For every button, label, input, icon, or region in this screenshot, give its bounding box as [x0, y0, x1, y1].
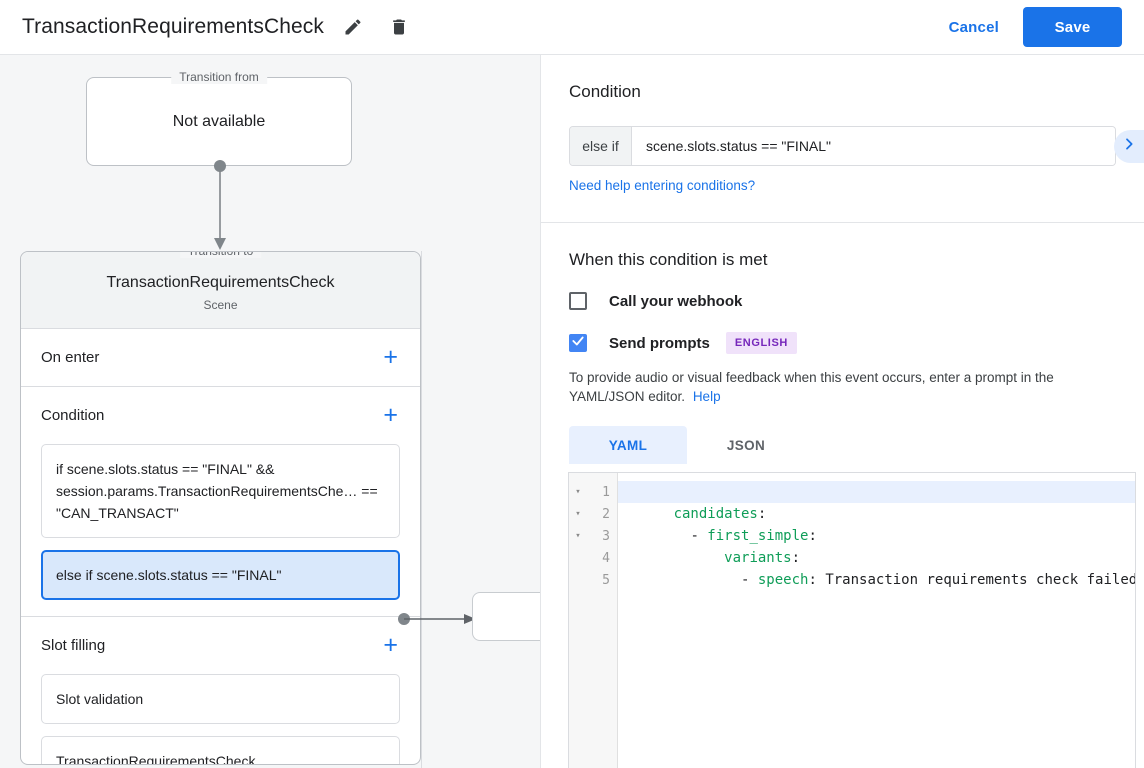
yaml-editor[interactable]: ▾ 1 ▾ 2 ▾ 3 4 5 candidates: - first_simp… [568, 472, 1136, 768]
code-colon: : [791, 550, 801, 566]
app-header: TransactionRequirementsCheck Cancel Save [0, 0, 1144, 55]
code-key: first_simple [707, 528, 809, 544]
code-line[interactable]: - first_simple: [618, 503, 1135, 544]
line-number: 1 [602, 484, 610, 500]
slot-filling-item[interactable]: Slot validation [41, 674, 400, 724]
condition-list: if scene.slots.status == "FINAL" && sess… [21, 444, 420, 616]
editor-gutter: ▾ 1 ▾ 2 ▾ 3 4 5 [569, 473, 618, 768]
pencil-icon [343, 17, 363, 37]
add-on-enter-button[interactable]: + [383, 343, 398, 371]
language-badge: ENGLISH [725, 332, 797, 354]
edit-title-button[interactable] [336, 10, 370, 44]
send-prompts-row[interactable]: Send prompts ENGLISH [569, 332, 1116, 354]
prompts-description-text: To provide audio or visual feedback when… [569, 370, 1054, 404]
section-header: Slot filling + [21, 617, 420, 674]
fold-toggle-icon[interactable]: ▾ [575, 508, 581, 519]
webhook-row[interactable]: Call your webhook [569, 292, 1116, 310]
transition-to-card: Transition to TransactionRequirementsChe… [20, 251, 421, 765]
add-condition-button[interactable]: + [383, 401, 398, 429]
prompts-description: To provide audio or visual feedback when… [569, 368, 1116, 406]
cancel-button[interactable]: Cancel [948, 18, 999, 36]
code-indent [674, 528, 691, 544]
scene-header[interactable]: TransactionRequirementsCheck Scene [21, 252, 420, 329]
fold-toggle-icon[interactable]: ▾ [575, 530, 581, 541]
condition-input-row: else if [569, 126, 1116, 166]
check-icon [571, 334, 585, 353]
send-prompts-label: Send prompts [609, 334, 710, 352]
section-condition: Condition + if scene.slots.status == "FI… [21, 387, 420, 617]
code-colon: : [808, 528, 817, 544]
section-header: Condition + [21, 387, 420, 444]
page-title: TransactionRequirementsCheck [22, 15, 324, 38]
panel-divider [541, 222, 1144, 223]
tab-json[interactable]: JSON [726, 437, 766, 453]
delete-button[interactable] [382, 10, 416, 44]
transition-to-legend: Transition to [179, 252, 262, 258]
save-button[interactable]: Save [1023, 7, 1122, 47]
send-prompts-checkbox[interactable] [569, 334, 587, 352]
call-webhook-label: Call your webhook [609, 292, 743, 310]
gutter-row[interactable]: ▾ 3 [569, 525, 617, 547]
slot-filling-list: Slot validation TransactionRequirementsC… [21, 674, 420, 764]
condition-item[interactable]: if scene.slots.status == "FINAL" && sess… [41, 444, 400, 538]
code-key: variants [724, 550, 792, 566]
code-key: candidates [673, 506, 758, 522]
code-indent [674, 550, 725, 566]
code-line[interactable]: - speech: Transaction requirements check… [618, 547, 1135, 588]
chevron-right-icon [1121, 136, 1137, 157]
condition-help-link[interactable]: Need help entering conditions? [569, 178, 756, 193]
section-title: Slot filling [41, 637, 106, 654]
flow-graph-panel: Transition from Not available Transition… [0, 55, 540, 768]
gutter-row[interactable]: ▾ 2 [569, 503, 617, 525]
tab-yaml[interactable]: YAML [569, 426, 687, 464]
expand-panel-button[interactable] [1114, 130, 1144, 163]
scene-type: Scene [203, 298, 238, 312]
transition-from-legend: Transition from [171, 70, 267, 84]
line-number: 3 [602, 528, 610, 544]
code-dash: - [741, 572, 758, 588]
code-colon: : [757, 506, 767, 522]
condition-heading: Condition [569, 82, 641, 101]
section-title: On enter [41, 349, 100, 366]
condition-section: Condition else if Need help entering con… [541, 55, 1144, 195]
trash-icon [389, 17, 409, 37]
condition-expression-input[interactable] [632, 127, 1115, 165]
prompts-help-link[interactable]: Help [692, 389, 721, 404]
add-slot-filling-button[interactable]: + [383, 631, 398, 659]
transition-from-value: Not available [172, 112, 266, 130]
code-key: speech [757, 572, 809, 588]
target-node-card[interactable] [472, 592, 540, 641]
transition-from-card[interactable]: Transition from Not available [86, 70, 352, 166]
code-indent [674, 572, 741, 588]
editor-format-tabs: YAML JSON [569, 426, 1116, 464]
gutter-row[interactable]: 5 [569, 569, 617, 591]
code-colon: : [808, 572, 826, 588]
when-condition-met-section: When this condition is met Call your web… [541, 223, 1144, 464]
line-number: 5 [602, 572, 610, 588]
section-title: Condition [41, 407, 105, 424]
line-number: 2 [602, 506, 610, 522]
section-on-enter: On enter + [21, 329, 420, 387]
section-slot-filling: Slot filling + Slot validation Transacti… [21, 617, 420, 764]
editor-code-area[interactable]: candidates: - first_simple: variants: - … [618, 473, 1135, 768]
condition-item-selected[interactable]: else if scene.slots.status == "FINAL" [41, 550, 400, 600]
gutter-row[interactable]: ▾ 1 [569, 481, 617, 503]
scene-name: TransactionRequirementsCheck [106, 274, 335, 291]
code-line[interactable]: candidates: [618, 481, 1135, 522]
code-dash: - [690, 528, 708, 544]
section-header: On enter + [21, 329, 420, 386]
graph-arrow-down [210, 160, 232, 257]
fold-toggle-icon[interactable]: ▾ [575, 486, 581, 497]
graph-arrow-right [398, 611, 478, 632]
line-number: 4 [602, 550, 610, 566]
code-line[interactable]: variants: [618, 525, 1135, 566]
when-condition-heading: When this condition is met [569, 250, 768, 269]
graph-guide-line [421, 251, 422, 768]
slot-filling-item[interactable]: TransactionRequirementsCheck [41, 736, 400, 764]
code-value: Transaction requirements check failed [825, 572, 1135, 588]
gutter-row[interactable]: 4 [569, 547, 617, 569]
condition-operator-label: else if [570, 127, 632, 165]
call-webhook-checkbox[interactable] [569, 292, 587, 310]
